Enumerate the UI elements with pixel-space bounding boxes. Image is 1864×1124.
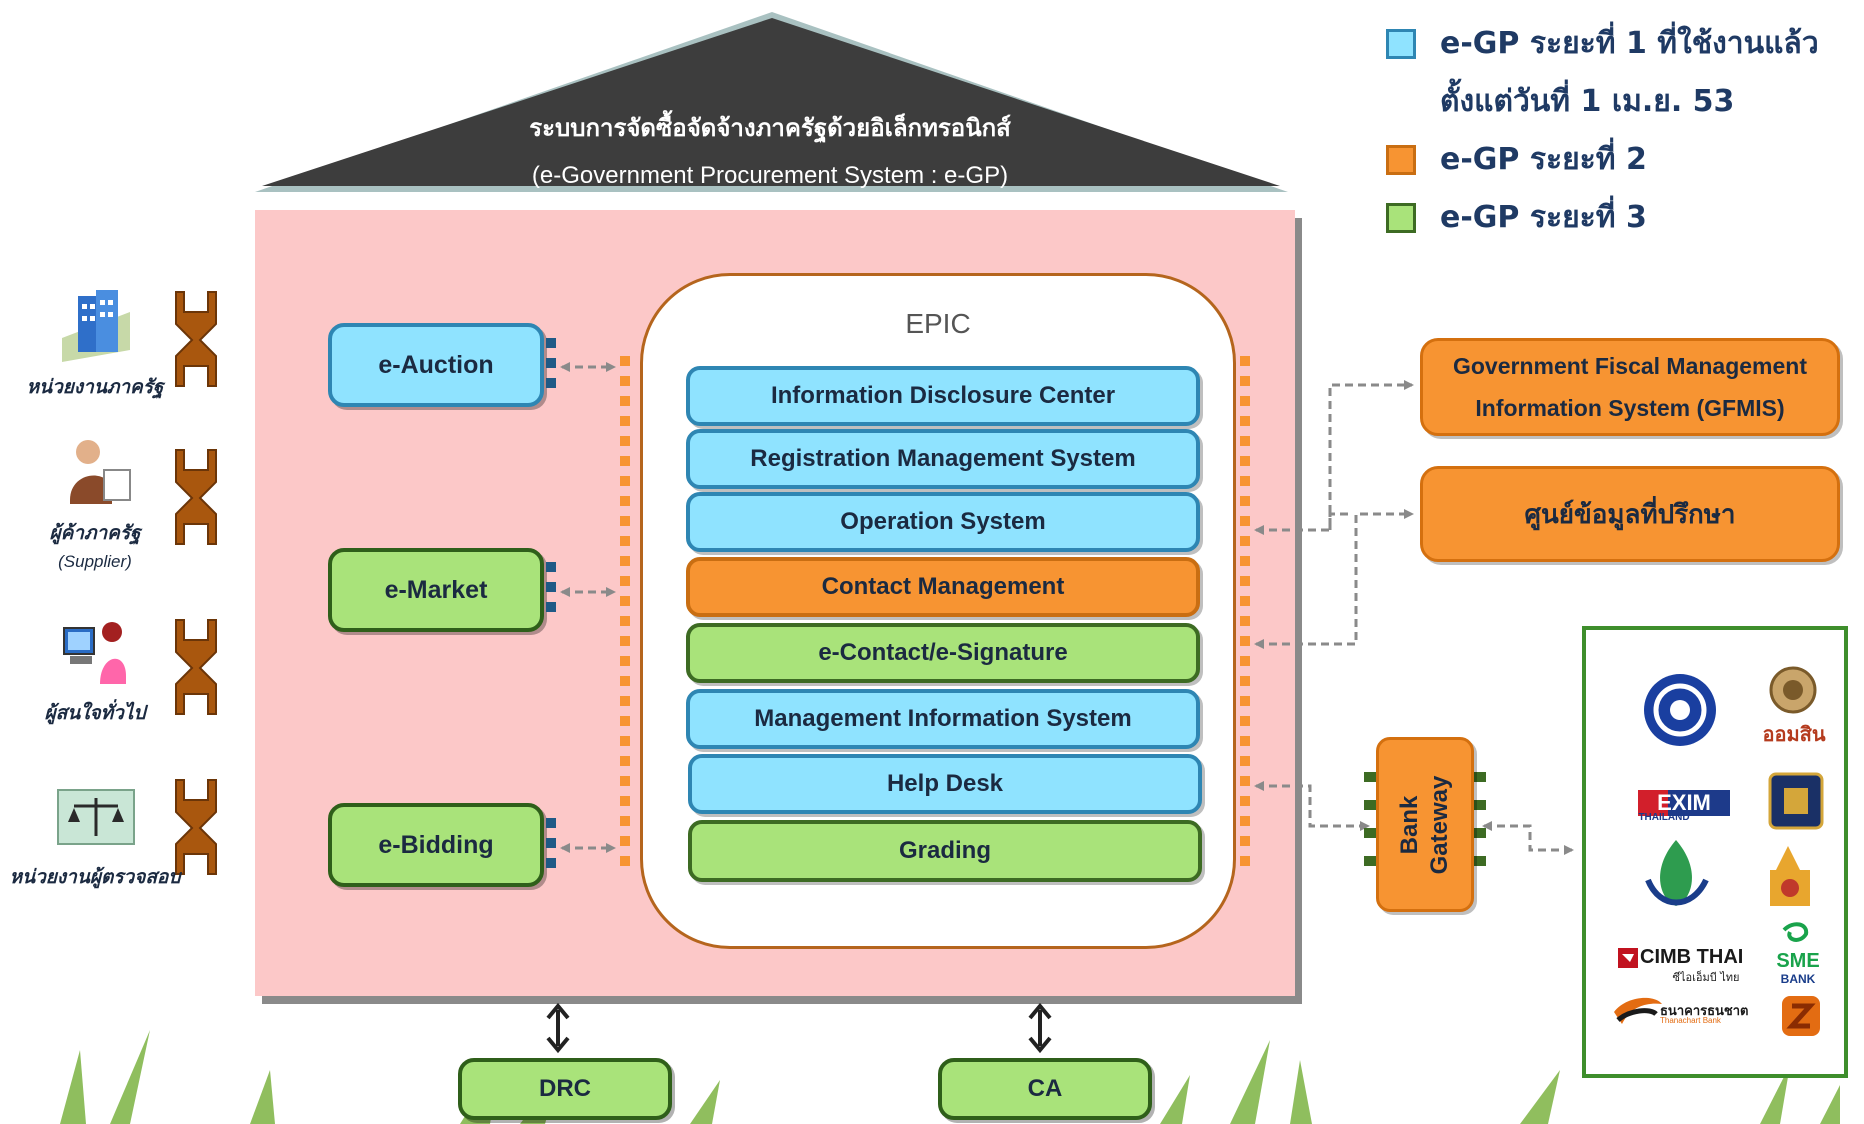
legend-swatch-green (1386, 202, 1416, 233)
legend-phase-1-date: ตั้งแต่วันที่ 1 เม.ย. 53 (1440, 84, 1735, 119)
bank-emblem-logo (1768, 772, 1824, 830)
ca-box[interactable]: CA (938, 1058, 1152, 1120)
exim-bank-logo (1638, 790, 1730, 816)
drc-box[interactable]: DRC (458, 1058, 672, 1120)
sme-sub: BANK (1780, 972, 1816, 986)
actor-public-label: ผู้สนใจทั่วไป (44, 702, 146, 724)
legend-swatch-orange (1386, 144, 1416, 175)
bank-gateway-box[interactable] (1376, 737, 1474, 912)
cimb-bank-logo (1618, 948, 1638, 968)
sme-label: SME (1776, 950, 1820, 972)
epic-item-registration[interactable]: Registration Management System (686, 429, 1200, 489)
actor-government-label: หน่วยงานภาครัฐ (26, 376, 164, 398)
e-auction-module[interactable]: e-Auction (328, 323, 544, 407)
supplier-person-icon (70, 440, 131, 504)
computer-user-icon (63, 622, 126, 684)
e-market-module[interactable]: e-Market (328, 548, 544, 632)
exim-label: EXIM (1657, 790, 1711, 815)
actor-auditor-label: หน่วยงานผู้ตรวจสอบ (9, 866, 181, 888)
justice-scale-icon (57, 789, 135, 845)
epic-item-help-desk[interactable]: Help Desk (688, 754, 1202, 814)
gfmis-box[interactable]: Government Fiscal Management Information… (1420, 338, 1840, 436)
epic-item-information-disclosure[interactable]: Information Disclosure Center (686, 366, 1200, 426)
legend-phase-2-text: e-GP ระยะที่ 2 (1440, 142, 1647, 177)
baac-bank-logo (1645, 840, 1709, 906)
epic-item-mis[interactable]: Management Information System (686, 689, 1200, 749)
cimb-label: CIMB THAI (1640, 946, 1744, 968)
legend-phase-2: e-GP ระยะที่ 2 (1386, 136, 1647, 183)
gfmis-line1: Government Fiscal Management (1452, 353, 1808, 379)
legend-phase-1: e-GP ระยะที่ 1 ที่ใช้งานแล้ว (1386, 20, 1819, 67)
ghb-bank-logo (1770, 846, 1810, 906)
epic-item-grading[interactable]: Grading (688, 820, 1202, 882)
actor-supplier-label: ผู้ค้าภาครัฐ (49, 522, 141, 544)
epic-item-e-contact[interactable]: e-Contact/e-Signature (686, 623, 1200, 683)
roof-subtitle: (e-Government Procurement System : e-GP) (531, 162, 1009, 189)
roof-title: ระบบการจัดซื้อจัดจ้างภาครัฐด้วยอิเล็กทรอ… (529, 114, 1011, 142)
epic-item-operation-system[interactable]: Operation System (686, 492, 1200, 552)
cimb-sub: ซีไอเอ็มบี ไทย (1672, 971, 1740, 984)
bank-s-logo (1782, 996, 1820, 1036)
legend-phase-1-text: e-GP ระยะที่ 1 ที่ใช้งานแล้ว (1440, 26, 1819, 61)
actor-supplier-sub: (Supplier) (58, 552, 132, 571)
e-bidding-module[interactable]: e-Bidding (328, 803, 544, 887)
thanachart-sub: Thanachart Bank (1660, 1016, 1721, 1025)
consult-center-box[interactable]: ศูนย์ข้อมูลที่ปรึกษา (1420, 466, 1840, 562)
epic-item-contact-management[interactable]: Contact Management (686, 557, 1200, 617)
ktb-bank-logo (1644, 674, 1716, 746)
thanachart-bank-logo (1614, 997, 1662, 1024)
exim-sub: THAILAND (1638, 812, 1690, 823)
legend-swatch-blue (1386, 28, 1416, 59)
gsb-label: ออมสิน (1762, 722, 1826, 746)
gfmis-line2: Information System (GFMIS) (1475, 395, 1785, 421)
gsb-bank-logo (1769, 666, 1817, 714)
legend-phase-3-text: e-GP ระยะที่ 3 (1440, 200, 1647, 235)
legend-phase-3: e-GP ระยะที่ 3 (1386, 194, 1647, 241)
sme-bank-logo (1782, 922, 1809, 942)
thanachart-label: ธนาคารธนชาต (1660, 1004, 1749, 1019)
government-building-icon (62, 290, 130, 362)
epic-title: EPIC (905, 308, 971, 339)
